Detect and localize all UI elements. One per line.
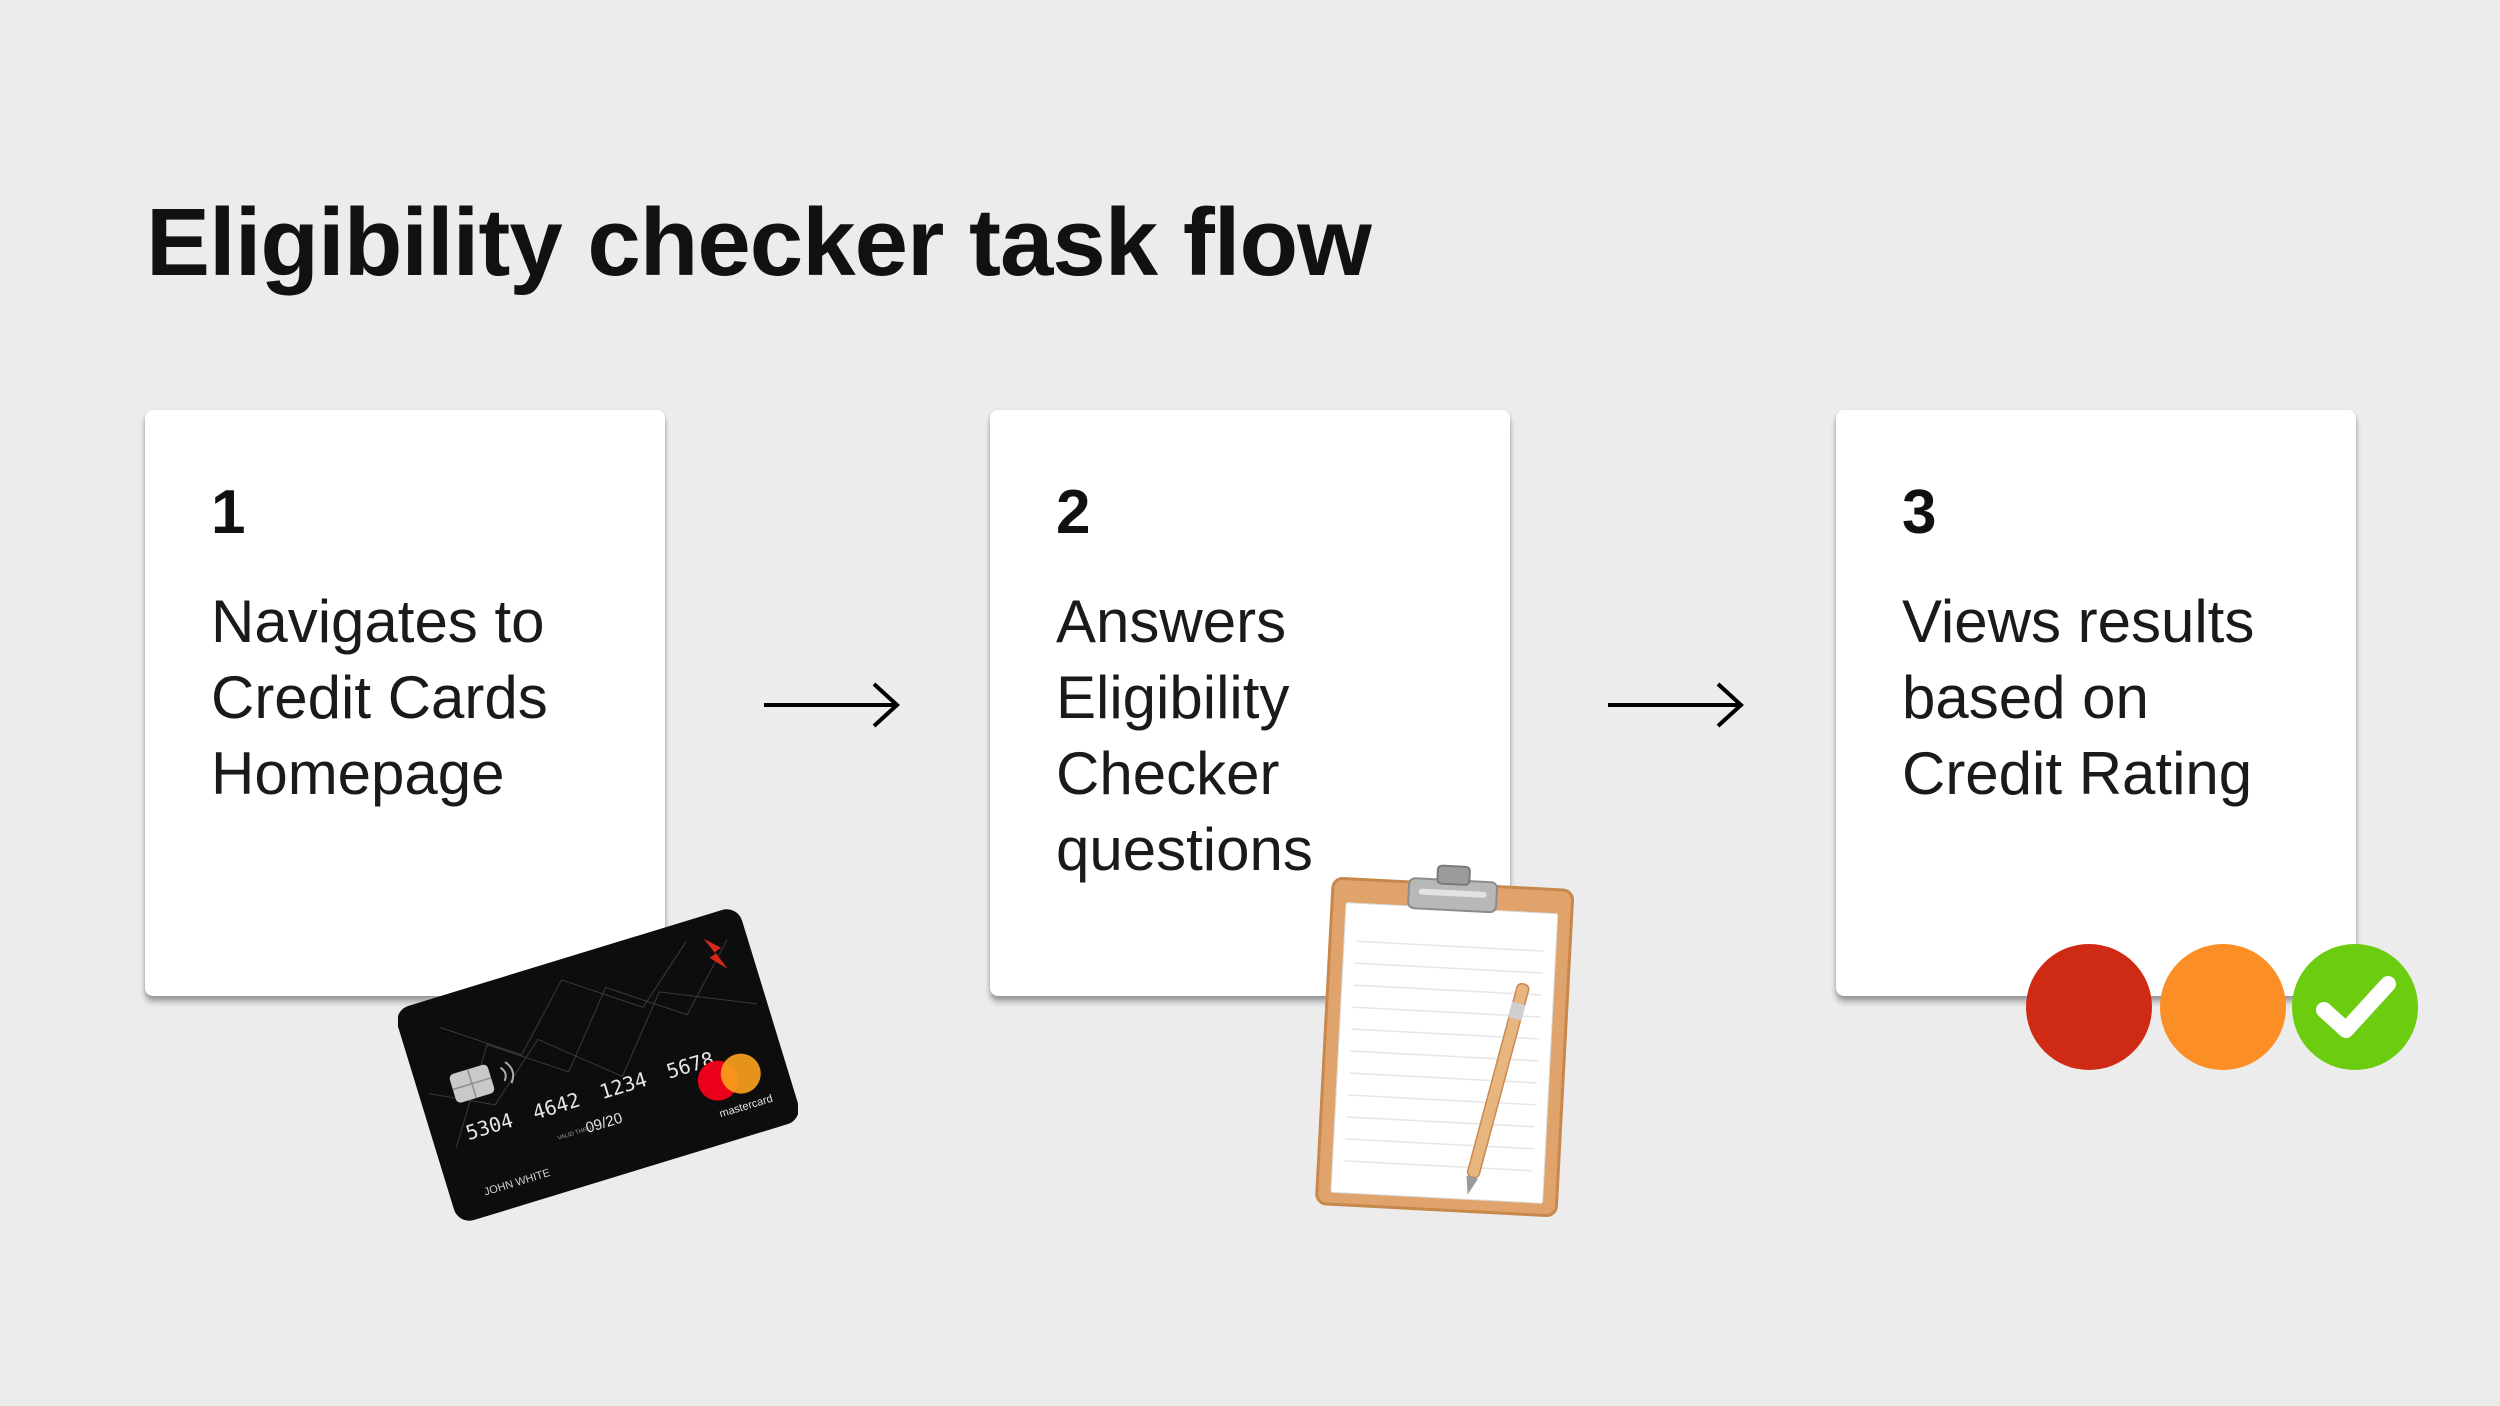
- status-dot-orange: [2160, 944, 2286, 1070]
- step-description-line: Views results: [1902, 588, 2255, 655]
- step-description: Views results based on Credit Rating: [1902, 584, 2342, 812]
- step-card-1: 1 Navigates to Credit Cards Homepage: [145, 410, 665, 996]
- step-description: Navigates to Credit Cards Homepage: [211, 584, 651, 812]
- check-icon: [2316, 976, 2396, 1038]
- step-description-line: questions: [1056, 816, 1313, 883]
- status-dot-red: [2026, 944, 2152, 1070]
- credit-card-icon: 5304 4642 1234 5678 VALID THRU 09/20 JOH…: [398, 909, 798, 1221]
- step-description-line: Credit Cards: [211, 664, 548, 731]
- step-number: 1: [211, 478, 246, 547]
- page-title: Eligibility checker task flow: [146, 189, 1372, 296]
- clipboard-icon: [1315, 864, 1574, 1218]
- right-arrow-icon: [764, 682, 900, 728]
- step-number: 2: [1056, 478, 1091, 547]
- right-arrow-icon: [1608, 682, 1744, 728]
- step-number: 3: [1902, 478, 1937, 547]
- step-description-line: Navigates to: [211, 588, 545, 655]
- step-description: Answers Eligibility Checker questions: [1056, 584, 1496, 888]
- step-description-line: Checker: [1056, 740, 1280, 807]
- step-description-line: Eligibility: [1056, 664, 1290, 731]
- step-description-line: Homepage: [211, 740, 505, 807]
- status-dot-green: [2292, 944, 2418, 1070]
- step-card-3: 3 Views results based on Credit Rating: [1836, 410, 2356, 996]
- step-description-line: based on: [1902, 664, 2149, 731]
- step-description-line: Answers: [1056, 588, 1287, 655]
- step-description-line: Credit Rating: [1902, 740, 2253, 807]
